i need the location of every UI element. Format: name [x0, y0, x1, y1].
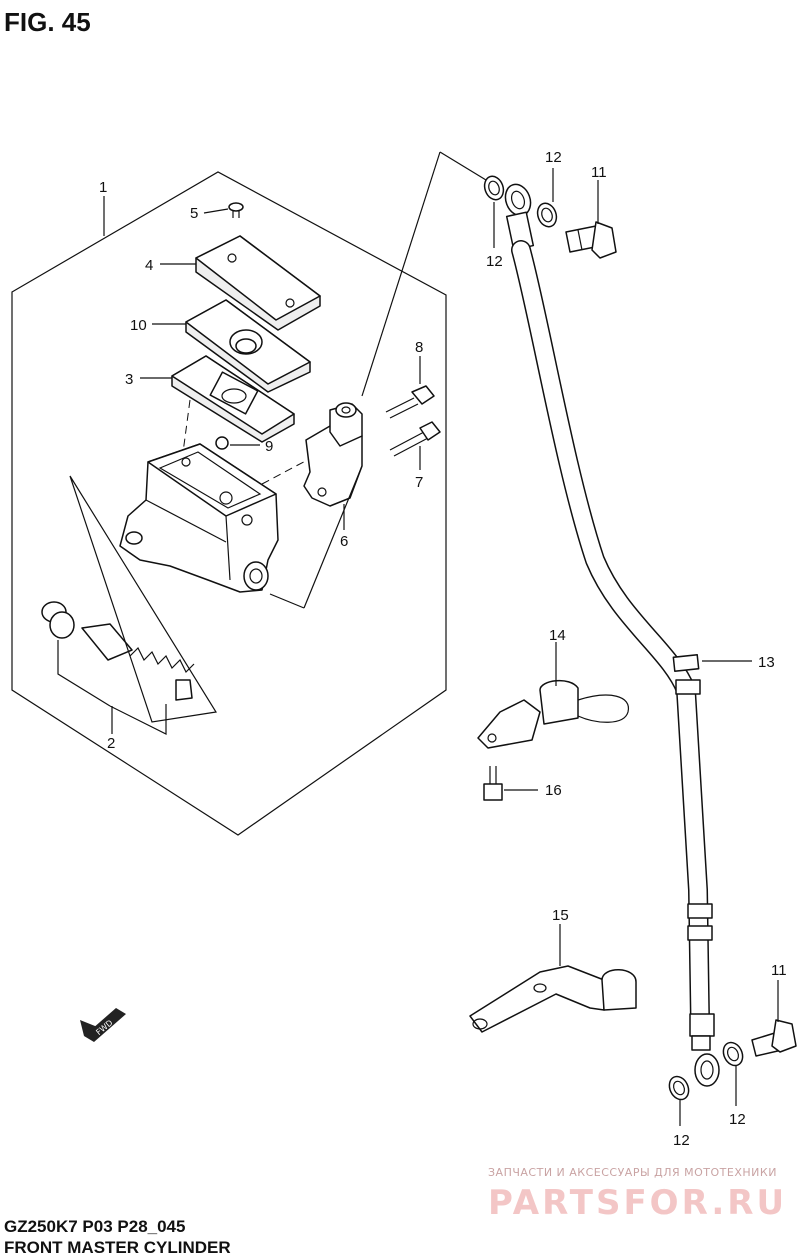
diaphragm-part-3	[171, 355, 295, 443]
callout-3: 3	[125, 371, 133, 388]
banjo-bolt-part-11-upper	[565, 221, 617, 259]
washer-part-12-upper-right	[536, 202, 558, 228]
washer-part-12-upper-left	[483, 175, 505, 201]
part-9	[215, 436, 229, 450]
callout-1: 1	[99, 179, 107, 196]
callout-5: 5	[190, 205, 198, 222]
leader-line	[303, 465, 363, 609]
watermark-brand: PARTSFOR.RU	[488, 1183, 787, 1223]
clamp-part-6	[303, 402, 363, 507]
bracket-part-15	[469, 965, 637, 1033]
screw-part-5	[228, 202, 244, 218]
callout-12-b: 12	[486, 253, 503, 270]
callout-12-c: 12	[729, 1111, 746, 1128]
brake-hose-part-13	[511, 240, 715, 1051]
washer-part-12-lower-left	[668, 1075, 690, 1101]
callout-10: 10	[130, 317, 147, 334]
reservoir-cap-part-4	[195, 235, 321, 331]
bolt-part-8	[385, 385, 435, 419]
leader-line	[361, 151, 441, 397]
callout-11-b: 11	[771, 962, 787, 979]
callout-4: 4	[145, 257, 153, 274]
hose-clamp-part-14	[477, 679, 629, 749]
leader-line	[439, 151, 487, 181]
callout-8: 8	[415, 339, 423, 356]
screw-part-16	[483, 766, 503, 801]
figure-label: FIG. 45	[4, 7, 91, 37]
assembly-outline	[11, 171, 447, 836]
leader-line	[269, 593, 305, 609]
master-cylinder-body	[119, 443, 279, 593]
alignment-line	[181, 399, 191, 461]
callout-13: 13	[758, 654, 775, 671]
fwd-arrow-icon: FWD	[80, 1008, 126, 1042]
callout-9: 9	[265, 438, 273, 455]
callout-12-a: 12	[545, 149, 562, 166]
leader-line	[57, 640, 111, 707]
diaphragm-plate-part-10	[185, 299, 311, 393]
subassembly-outline	[69, 475, 217, 723]
leader-line	[109, 704, 167, 735]
watermark-tagline: ЗАПЧАСТИ И АКСЕССУАРЫ ДЛЯ МОТОТЕХНИКИ	[488, 1166, 777, 1179]
callout-15: 15	[552, 907, 569, 924]
diagram-title: FRONT MASTER CYLINDER	[4, 1238, 231, 1257]
model-code: GZ250K7 P03 P28_045	[4, 1217, 185, 1236]
piston-kit-part-2	[41, 601, 195, 701]
callout-16: 16	[545, 782, 562, 799]
callout-11-a: 11	[591, 164, 607, 181]
callout-2: 2	[107, 735, 115, 752]
banjo-fitting-lower	[694, 1053, 720, 1087]
callout-14: 14	[549, 627, 566, 644]
washer-part-12-lower-right	[722, 1041, 744, 1067]
banjo-bolt-part-11-lower	[751, 1019, 797, 1057]
callout-6: 6	[340, 533, 348, 550]
callout-12-d: 12	[673, 1132, 690, 1149]
bolt-part-7	[389, 421, 441, 457]
callout-7: 7	[415, 474, 423, 491]
leader-line	[203, 208, 229, 214]
banjo-fitting-upper	[504, 183, 535, 251]
